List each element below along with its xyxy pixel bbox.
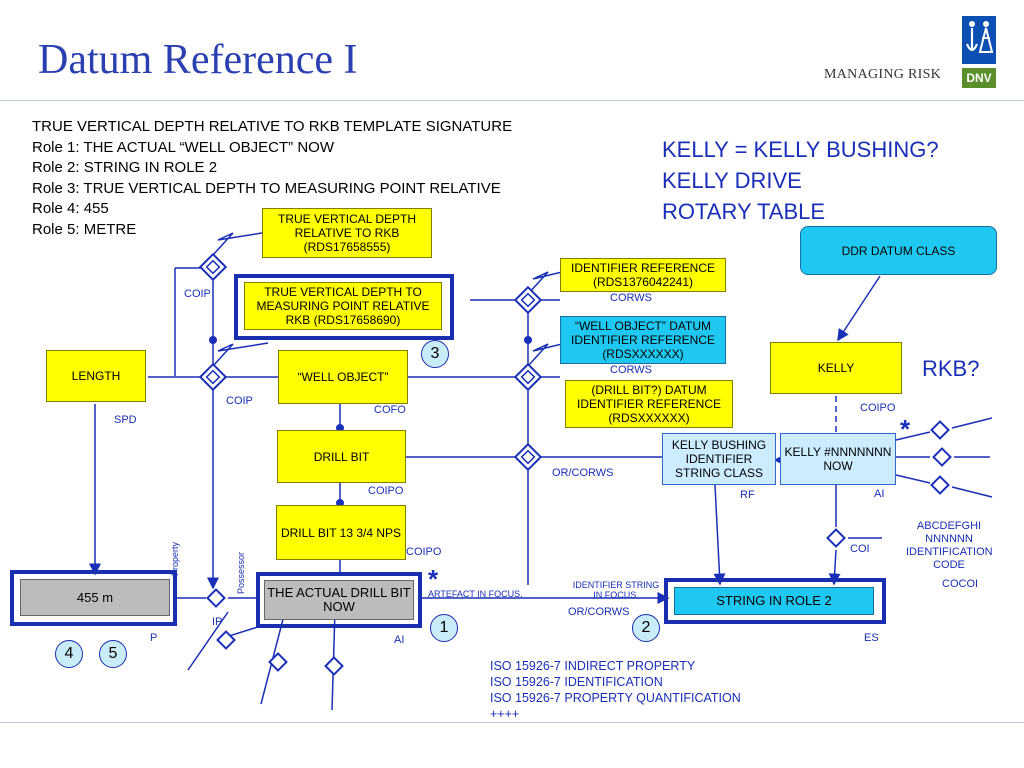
well-object-box: “WELL OBJECT” [278, 350, 408, 404]
template-notes: TRUE VERTICAL DEPTH RELATIVE TO RKB TEMP… [32, 117, 512, 240]
header-divider [0, 100, 1024, 101]
iso-notes: ISO 15926-7 INDIRECT PROPERTY ISO 15926-… [490, 658, 741, 722]
label-coipo-kelly: COIPO [860, 402, 896, 414]
kelly-notes: KELLY = KELLY BUSHING? KELLY DRIVE ROTAR… [662, 134, 939, 227]
label-coipo-2: COIPO [406, 546, 442, 558]
actual-drill-bit-box: THE ACTUAL DRILL BIT NOW [264, 580, 414, 620]
drill-bit-datum-box: (DRILL BIT?) DATUM IDENTIFIER REFERENCE … [565, 380, 733, 428]
page-title: Datum Reference I [38, 37, 358, 83]
label-es: ES [864, 632, 879, 644]
note-role-2: Role 2: STRING IN ROLE 2 [32, 159, 218, 176]
ddr-datum-class-box: DDR DATUM CLASS [800, 226, 997, 275]
note-title: TRUE VERTICAL DEPTH RELATIVE TO RKB TEMP… [32, 118, 513, 135]
label-property: Property [170, 541, 180, 576]
label-or-corws-2: OR/CORWS [568, 606, 630, 618]
label-coip-top: COIP [184, 288, 211, 300]
iso-note-4: ++++ [490, 707, 520, 721]
focus-star-left: * [428, 564, 439, 594]
label-coip-mid: COIP [226, 395, 253, 407]
kelly-note-3: ROTARY TABLE [662, 199, 826, 224]
tvd-rkb-box: TRUE VERTICAL DEPTH RELATIVE TO RKB (RDS… [262, 208, 432, 258]
note-role-5: Role 5: METRE [32, 220, 137, 238]
label-possessor: Possessor [236, 551, 246, 594]
label-coipo-1: COIPO [368, 485, 404, 497]
iso-note-3: ISO 15926-7 PROPERTY QUANTIFICATION [490, 691, 741, 705]
label-identifier-string-in-focus: IDENTIFIER STRING IN FOCUS. [572, 580, 660, 600]
label-ip: IP [212, 616, 223, 628]
label-cofo: COFO [374, 404, 406, 416]
kelly-box: KELLY [770, 342, 902, 394]
label-ai-1: AI [874, 488, 885, 500]
value-455-frame [10, 570, 177, 626]
role-marker-2: 2 [632, 614, 660, 642]
label-ai-2: AI [394, 634, 405, 646]
label-rf: RF [740, 489, 755, 501]
kelly-now-box: KELLY #NNNNNNN NOW [780, 433, 896, 485]
anchor-figures-icon [962, 16, 996, 88]
focus-star-right: * [900, 414, 911, 444]
label-or-corws-1: OR/CORWS [552, 467, 614, 479]
value-455-box: 455 m [20, 579, 170, 616]
footer-divider [0, 722, 1024, 723]
label-corws-1: CORWS [610, 292, 652, 304]
label-p: P [150, 632, 158, 644]
label-cocoi: COCOI [942, 578, 979, 590]
logo: DNV [962, 16, 996, 88]
iso-note-2: ISO 15926-7 IDENTIFICATION [490, 675, 663, 689]
role-marker-5: 5 [99, 640, 127, 668]
drill-bit-box: DRILL BIT [277, 430, 406, 483]
label-spd: SPD [114, 414, 137, 426]
kelly-note-1: KELLY = KELLY BUSHING? [662, 137, 939, 162]
note-role-3: Role 3: TRUE VERTICAL DEPTH TO MEASURING… [32, 179, 501, 197]
label-artefact-in-focus: ARTEFACT IN FOCUS. [428, 589, 523, 599]
role-marker-4: 4 [55, 640, 83, 668]
tvd-mp-frame [234, 274, 454, 340]
length-box: LENGTH [46, 350, 146, 402]
label-identification-code: ABCDEFGHI NNNNNN IDENTIFICATION CODE [906, 520, 993, 571]
brand-tagline: MANAGING RISK [824, 67, 942, 82]
note-role-4: Role 4: 455 [32, 200, 109, 217]
drill-bit-13-box: DRILL BIT 13 3/4 NPS [276, 505, 406, 560]
identifier-reference-box: IDENTIFIER REFERENCE (RDS1376042241) [560, 258, 726, 292]
rkb-question: RKB? [922, 356, 980, 381]
role-marker-3: 3 [421, 340, 449, 368]
label-corws-2: CORWS [610, 364, 652, 376]
actual-drill-bit-frame [256, 572, 422, 628]
note-role-1: Role 1: THE ACTUAL “WELL OBJECT” NOW [32, 138, 334, 156]
logo-text: DNV [966, 71, 992, 85]
kelly-note-2: KELLY DRIVE [662, 168, 802, 193]
well-object-datum-box: “WELL OBJECT” DATUM IDENTIFIER REFERENCE… [560, 316, 726, 364]
string-in-role-2-box: STRING IN ROLE 2 [674, 587, 874, 615]
label-coi: COI [850, 543, 870, 555]
tvd-mp-box: TRUE VERTICAL DEPTH TO MEASURING POINT R… [244, 282, 442, 330]
kelly-bushing-class-box: KELLY BUSHING IDENTIFIER STRING CLASS [662, 433, 776, 485]
role-marker-1: 1 [430, 614, 458, 642]
iso-note-1: ISO 15926-7 INDIRECT PROPERTY [490, 659, 696, 673]
string-in-role-2-frame [664, 578, 886, 624]
